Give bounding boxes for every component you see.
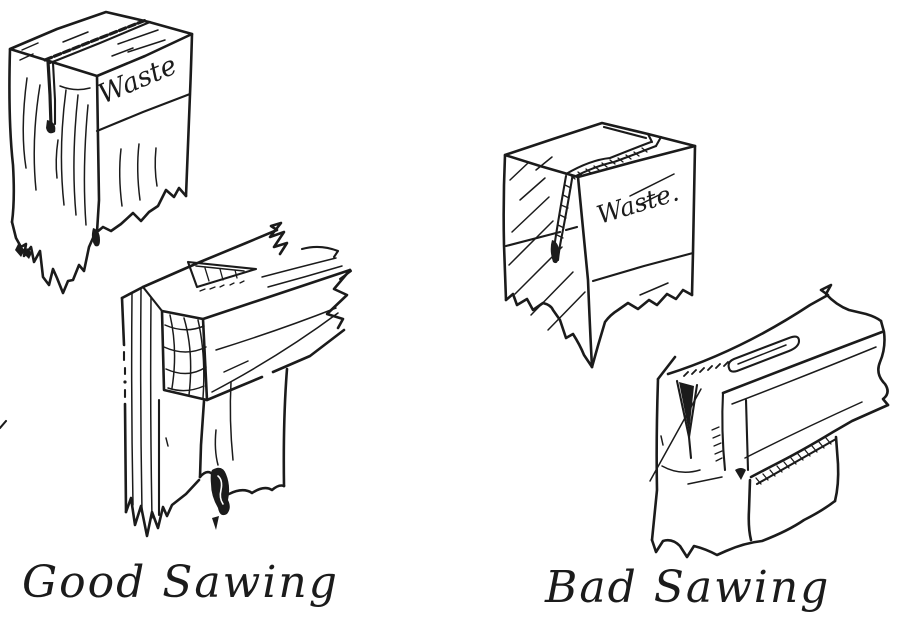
good-sawing-crosscut-block: Waste <box>8 10 194 295</box>
waste-label-bad: Waste. <box>593 177 682 229</box>
good-sawing-caption: Good Sawing <box>22 557 339 608</box>
bad-sawing-tenon-rail <box>649 283 890 559</box>
good-sawing-tenon-rail <box>120 221 353 538</box>
page-edge-mark <box>0 419 8 430</box>
bad-sawing-caption: Bad Sawing <box>544 562 830 613</box>
bad-sawing-crosscut-block: Waste. <box>502 121 697 369</box>
